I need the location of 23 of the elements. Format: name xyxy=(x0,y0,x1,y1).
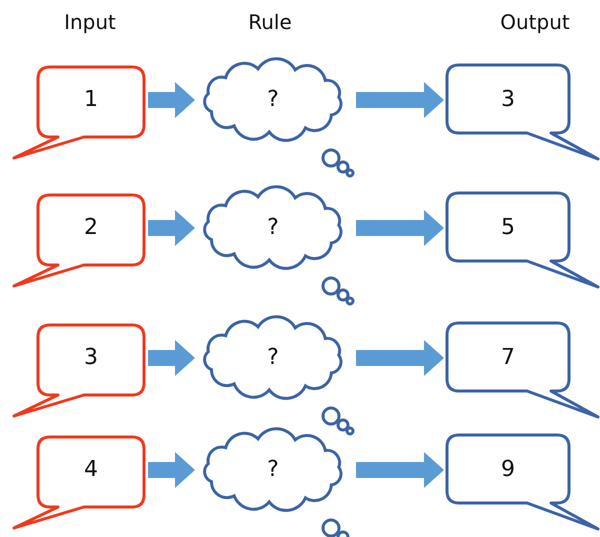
block-arrow xyxy=(148,452,195,488)
question-mark: ? xyxy=(267,89,279,111)
number-value: 5 xyxy=(501,217,515,239)
number-value: 1 xyxy=(84,89,98,111)
column-heading: Input xyxy=(64,10,116,34)
number-value: 7 xyxy=(501,347,515,369)
block-arrow xyxy=(356,82,444,118)
number-value: 3 xyxy=(84,347,98,369)
column-heading: Rule xyxy=(248,10,292,34)
block-arrow xyxy=(356,340,444,376)
question-mark: ? xyxy=(267,217,279,239)
block-arrow xyxy=(148,340,195,376)
column-heading: Output xyxy=(500,10,570,34)
block-arrow xyxy=(356,210,444,246)
block-arrow xyxy=(148,82,195,118)
number-value: 4 xyxy=(84,459,98,481)
question-mark: ? xyxy=(267,347,279,369)
question-mark: ? xyxy=(267,459,279,481)
number-value: 3 xyxy=(501,89,515,111)
number-value: 2 xyxy=(84,217,98,239)
number-value: 9 xyxy=(501,459,515,481)
block-arrow xyxy=(148,210,195,246)
block-arrow xyxy=(356,452,444,488)
